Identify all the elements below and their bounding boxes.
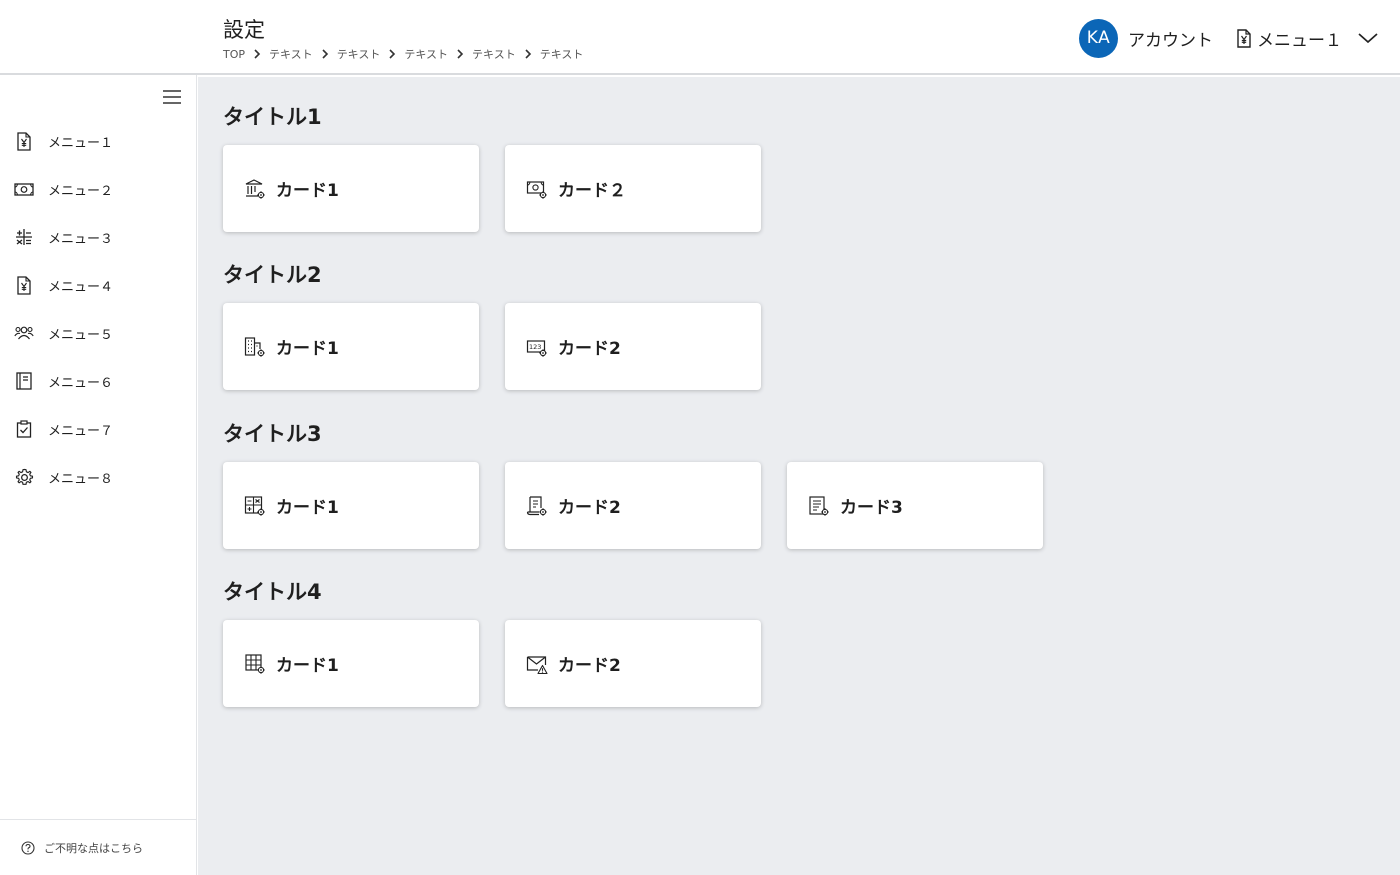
- card-group: カード1 カード２: [223, 145, 787, 232]
- sidebar-item-menu4[interactable]: メニュー４: [0, 261, 196, 309]
- sidebar-item-label: メニュー７: [48, 423, 114, 439]
- settings-section: タイトル3 カード1 カード2 カード3: [223, 419, 1069, 549]
- menu-select[interactable]: メニュー１: [1237, 26, 1378, 51]
- breadcrumb-item[interactable]: テキスト: [269, 48, 313, 61]
- settings-card[interactable]: カード2: [505, 462, 761, 549]
- settings-card[interactable]: カード２: [505, 145, 761, 232]
- receipt-settings-icon: [526, 495, 548, 517]
- card-label: カード2: [558, 339, 621, 359]
- sidebar-item-label: メニュー４: [48, 279, 114, 295]
- card-label: カード3: [840, 498, 903, 518]
- sidebar: メニュー１ メニュー２ メニュー３ メニュー４ メニュー５ メニュー６ メニュー…: [0, 75, 197, 875]
- mail-warning-icon: [526, 653, 548, 675]
- breadcrumb: TOP テキスト テキスト テキスト テキスト テキスト: [223, 46, 583, 62]
- card-label: カード1: [276, 181, 339, 201]
- card-label: カード２: [558, 181, 626, 201]
- header-actions: KA アカウント メニュー１: [1079, 18, 1378, 58]
- users-icon: [14, 323, 34, 343]
- section-title: タイトル2: [223, 263, 322, 287]
- chevron-right-icon: [380, 47, 404, 61]
- chevron-right-icon: [516, 47, 540, 61]
- sidebar-item-label: メニュー２: [48, 183, 114, 199]
- sidebar-item-menu8[interactable]: メニュー８: [0, 453, 196, 501]
- card-group: カード1 カード2 カード3: [223, 462, 1069, 549]
- chevron-down-icon: [1358, 32, 1378, 44]
- sidebar-item-label: メニュー５: [48, 327, 114, 343]
- document-settings-icon: [808, 495, 830, 517]
- numbers-settings-icon: 123: [526, 336, 548, 358]
- settings-section: タイトル4 カード1 カード2: [223, 577, 787, 707]
- sidebar-item-label: メニュー１: [48, 135, 114, 151]
- breadcrumb-item[interactable]: テキスト: [404, 48, 449, 61]
- breadcrumb-item-top[interactable]: TOP: [223, 47, 246, 61]
- sidebar-item-label: メニュー８: [48, 471, 114, 487]
- menu-select-label: メニュー１: [1257, 30, 1342, 51]
- section-title: タイトル3: [223, 422, 322, 446]
- breadcrumb-item[interactable]: テキスト: [472, 48, 516, 61]
- settings-section: タイトル2 カード1 123 カード2: [223, 260, 787, 390]
- clipboard-check-icon: [14, 419, 34, 439]
- account-label[interactable]: アカウント: [1128, 30, 1213, 51]
- help-label: ご不明な点はこちら: [44, 841, 143, 855]
- help-link[interactable]: ご不明な点はこちら: [0, 819, 196, 875]
- yen-document-icon: [1237, 28, 1251, 48]
- calculator-settings-icon: [244, 495, 266, 517]
- banknote-settings-icon: [526, 178, 548, 200]
- breadcrumb-item[interactable]: テキスト: [336, 48, 381, 61]
- sidebar-item-menu1[interactable]: メニュー１: [0, 117, 196, 165]
- settings-section: タイトル1 カード1 カード２: [223, 102, 787, 232]
- card-label: カード1: [276, 656, 339, 676]
- building-settings-icon: [244, 336, 266, 358]
- banknote-icon: [14, 179, 34, 199]
- page-title: 設定: [223, 18, 265, 42]
- svg-text:123: 123: [529, 343, 541, 351]
- bank-settings-icon: [244, 178, 266, 200]
- settings-card[interactable]: カード1: [223, 303, 479, 390]
- settings-card[interactable]: 123 カード2: [505, 303, 761, 390]
- settings-card[interactable]: カード1: [223, 620, 479, 707]
- yen-document-icon: [14, 131, 34, 151]
- gear-icon: [14, 467, 34, 487]
- sidebar-item-label: メニュー３: [48, 231, 114, 247]
- sidebar-item-menu3[interactable]: メニュー３: [0, 213, 196, 261]
- chevron-right-icon: [313, 47, 337, 61]
- book-icon: [14, 371, 34, 391]
- sidebar-item-menu2[interactable]: メニュー２: [0, 165, 196, 213]
- section-title: タイトル4: [223, 580, 322, 604]
- calculator-icon: [14, 227, 34, 247]
- app-header: 設定 TOP テキスト テキスト テキスト テキスト テキスト KA アカウント…: [0, 0, 1400, 75]
- sidebar-item-menu6[interactable]: メニュー６: [0, 357, 196, 405]
- card-group: カード1 カード2: [223, 620, 787, 707]
- sidebar-nav: メニュー１ メニュー２ メニュー３ メニュー４ メニュー５ メニュー６ メニュー…: [0, 117, 196, 501]
- main-content: タイトル1 カード1 カード２ タイトル2 カード1 123 カード2: [198, 77, 1400, 875]
- table-settings-icon: [244, 653, 266, 675]
- sidebar-item-menu7[interactable]: メニュー７: [0, 405, 196, 453]
- yen-document-icon: [14, 275, 34, 295]
- hamburger-menu-icon[interactable]: [162, 88, 182, 106]
- card-label: カード1: [276, 498, 339, 518]
- card-group: カード1 123 カード2: [223, 303, 787, 390]
- settings-card[interactable]: カード3: [787, 462, 1043, 549]
- chevron-right-icon: [448, 47, 472, 61]
- settings-card[interactable]: カード2: [505, 620, 761, 707]
- chevron-right-icon: [245, 47, 269, 61]
- card-label: カード2: [558, 656, 621, 676]
- sidebar-item-label: メニュー６: [48, 375, 114, 391]
- avatar[interactable]: KA: [1079, 18, 1118, 58]
- card-label: カード1: [276, 339, 339, 359]
- settings-card[interactable]: カード1: [223, 145, 479, 232]
- section-title: タイトル1: [223, 105, 322, 129]
- breadcrumb-current: テキスト: [539, 48, 584, 61]
- sidebar-item-menu5[interactable]: メニュー５: [0, 309, 196, 357]
- help-icon: [21, 840, 35, 855]
- settings-card[interactable]: カード1: [223, 462, 479, 549]
- card-label: カード2: [558, 498, 621, 518]
